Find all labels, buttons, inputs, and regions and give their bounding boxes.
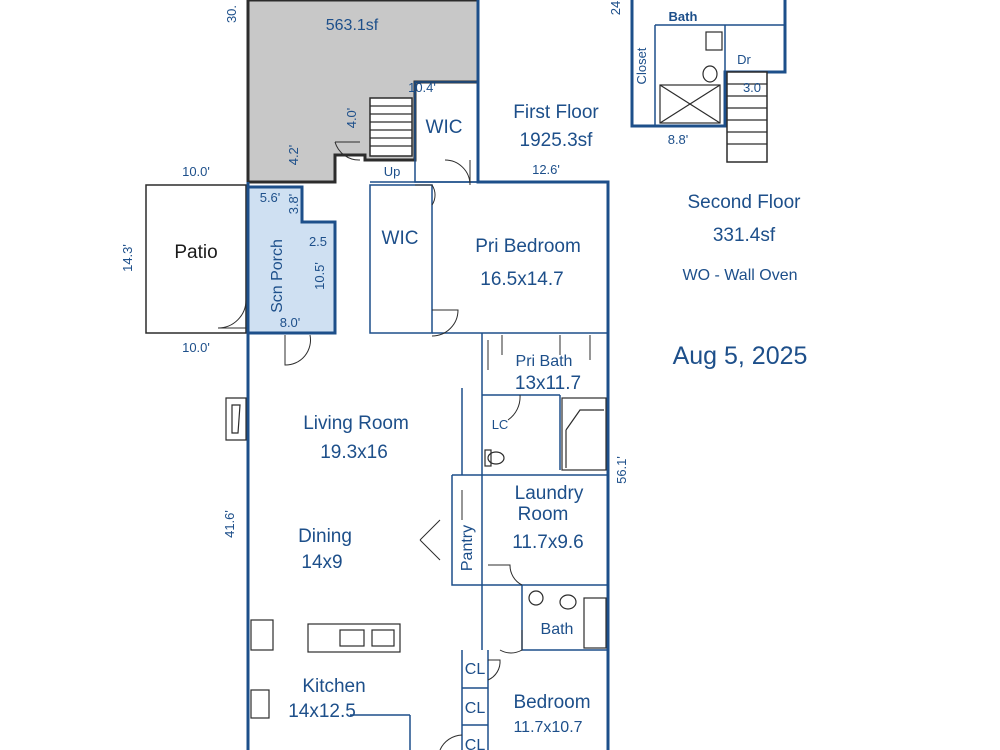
laundry-name-line2: Room <box>518 504 569 525</box>
porch-small-dimension: 3.8' <box>286 194 301 215</box>
first-floor-area: 1925.3sf <box>520 130 594 151</box>
porch-mid-dimension: 2.5 <box>309 234 327 249</box>
left-side-dimension: 41.6' <box>222 510 237 538</box>
second-floor-plan <box>630 0 787 163</box>
laundry-name-line1: Laundry <box>515 483 584 504</box>
garage-stairs <box>369 97 413 157</box>
bedroom-name: Bedroom <box>513 692 590 713</box>
living-room-dims: 19.3x16 <box>320 442 388 463</box>
wall-oven-legend: WO - Wall Oven <box>683 267 798 284</box>
primary-bedroom-name: Pri Bedroom <box>475 236 581 257</box>
bedroom-top-dimension: 12.6' <box>532 162 560 177</box>
pantry-label: Pantry <box>459 525 476 571</box>
laundry-dims: 11.7x9.6 <box>512 532 583 553</box>
second-floor-bottom-dimension: 8.8' <box>668 132 689 147</box>
upstairs-closet-label: Closet <box>634 47 649 84</box>
second-floor-stairs <box>726 71 768 163</box>
dining-name: Dining <box>298 526 352 547</box>
closet-3-label: CL <box>465 737 486 750</box>
second-floor-small-dimension: 3.0 <box>743 80 761 95</box>
fixtures <box>225 397 607 719</box>
bath-label: Bath <box>541 621 574 638</box>
patio-area <box>145 184 247 334</box>
first-floor-name: First Floor <box>513 102 599 123</box>
garage-area-label: 563.1sf <box>326 17 379 34</box>
dining-dims: 14x9 <box>301 552 342 573</box>
screen-porch-label: Scn Porch <box>269 239 286 313</box>
plan-date: Aug 5, 2025 <box>673 342 808 370</box>
primary-bath-dims: 13x11.7 <box>515 373 581 394</box>
closet-2-label: CL <box>465 700 486 717</box>
linen-closet-label: LC <box>492 417 509 432</box>
living-room-name: Living Room <box>303 413 409 434</box>
stairs-up-label: Up <box>384 164 401 179</box>
patio-bottom-dimension: 10.0' <box>182 340 210 355</box>
patio-label: Patio <box>174 242 217 263</box>
porch-side-dimension: 10.5' <box>312 262 327 290</box>
primary-bath-name: Pri Bath <box>516 353 573 370</box>
garage-stair-dimension: 4.0' <box>344 108 359 129</box>
wic-upper-label: WIC <box>426 117 463 138</box>
porch-top-dimension: 5.6' <box>260 190 281 205</box>
upstairs-bath-label: Bath <box>669 9 698 24</box>
primary-bedroom-dims: 16.5x14.7 <box>480 269 563 290</box>
upstairs-dr-label: Dr <box>737 52 751 67</box>
interior-walls <box>350 81 608 750</box>
second-floor-name: Second Floor <box>687 192 801 213</box>
second-floor-area: 331.4sf <box>713 225 776 246</box>
garage-top-right-dimension: 10.4' <box>408 80 436 95</box>
kitchen-name: Kitchen <box>302 676 365 697</box>
porch-bottom-dimension: 8.0' <box>280 315 301 330</box>
garage-notch-dimension: 4.2' <box>286 145 301 166</box>
second-floor-top-dimension: 24 <box>608 1 623 15</box>
door-swings <box>217 141 591 750</box>
right-side-dimension: 56.1' <box>614 456 629 484</box>
kitchen-dims: 14x12.5 <box>288 701 356 722</box>
closet-1-label: CL <box>465 661 486 678</box>
bedroom-dims: 11.7x10.7 <box>513 719 582 736</box>
wic-lower-label: WIC <box>382 228 419 249</box>
patio-top-dimension: 10.0' <box>182 164 210 179</box>
patio-side-dimension: 14.3' <box>120 244 135 272</box>
garage-side-dimension: 30. <box>224 5 239 23</box>
